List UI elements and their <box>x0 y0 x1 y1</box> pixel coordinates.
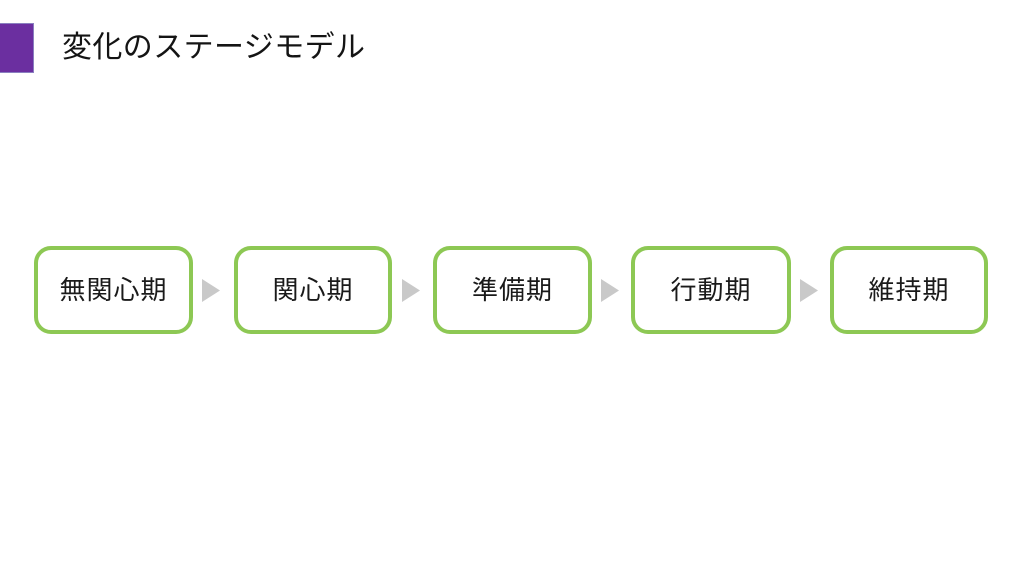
stage-box-1[interactable]: 無関心期 <box>34 246 193 334</box>
stage-box-3[interactable]: 準備期 <box>433 246 592 334</box>
triangle-right-icon <box>601 279 619 302</box>
stage-box-4[interactable]: 行動期 <box>631 246 791 334</box>
stage-label-1: 無関心期 <box>59 275 168 305</box>
triangle-right-icon <box>402 279 420 302</box>
stage-label-3: 準備期 <box>471 275 553 305</box>
triangle-right-icon <box>202 279 220 302</box>
slide-title-bar: 変化のステージモデル <box>0 23 1024 73</box>
stage-label-5: 維持期 <box>868 275 950 305</box>
title-accent-square <box>0 23 34 73</box>
stage-box-2[interactable]: 関心期 <box>234 246 392 334</box>
page-title: 変化のステージモデル <box>62 31 366 64</box>
stage-label-2: 関心期 <box>272 275 354 305</box>
stage-box-5[interactable]: 維持期 <box>830 246 988 334</box>
stage-label-4: 行動期 <box>670 275 752 305</box>
triangle-right-icon <box>800 279 818 302</box>
